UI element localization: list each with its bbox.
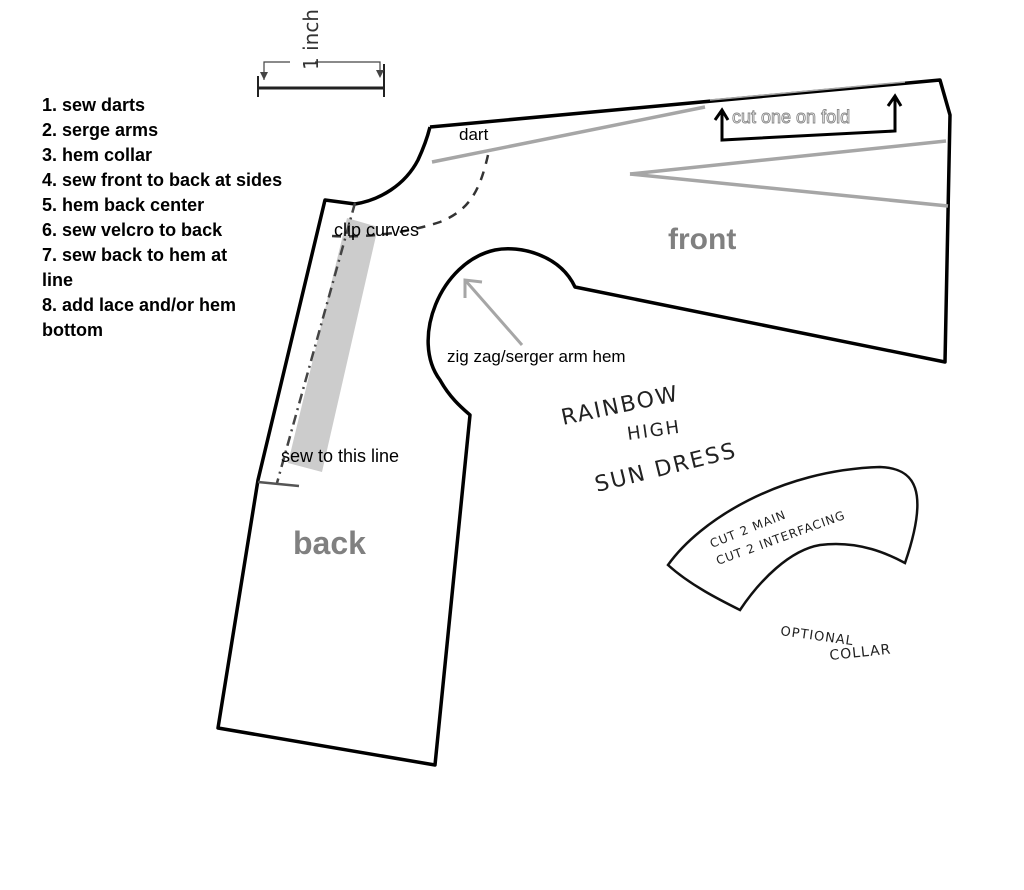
step: 1. sew darts bbox=[42, 95, 146, 115]
collar-caption2: COLLAR bbox=[829, 642, 892, 664]
center-back-line bbox=[275, 202, 357, 484]
pattern-title: RAINBOW HIGH SUN DRESS bbox=[559, 381, 740, 497]
step: 2. serge arms bbox=[42, 120, 159, 140]
cut-on-fold-label: cut one on fold bbox=[732, 107, 850, 127]
step: 7. sew back to hem at line bbox=[42, 245, 228, 290]
instruction-list: 1. sew darts 2. serge arms 3. hem collar… bbox=[42, 93, 342, 343]
title-line: HIGH bbox=[626, 417, 683, 445]
step: 4. sew front to back at sides bbox=[42, 170, 283, 190]
collar-caption1: OPTIONAL bbox=[779, 624, 854, 649]
step: 5. hem back center bbox=[42, 195, 205, 215]
fold-bracket bbox=[713, 93, 903, 142]
step: 3. hem collar bbox=[42, 145, 153, 165]
step: 8. add lace and/or hem bottom bbox=[42, 295, 237, 340]
title-line: SUN DRESS bbox=[592, 438, 739, 497]
scale-bar: 1 inch bbox=[257, 9, 385, 97]
front-piece-outline bbox=[216, 78, 952, 767]
dart-lines bbox=[431, 81, 949, 208]
dart-label: dart bbox=[459, 125, 489, 144]
step: 6. sew velcro to back bbox=[42, 220, 223, 240]
scale-label: 1 inch bbox=[299, 9, 323, 70]
clip-curves-label: clip curves bbox=[334, 220, 419, 240]
sew-line-tick bbox=[257, 480, 300, 488]
arrow-icon bbox=[463, 278, 524, 346]
velcro-area bbox=[288, 218, 378, 472]
back-label: back bbox=[293, 525, 366, 561]
arm-hem-label: zig zag/serger arm hem bbox=[447, 347, 626, 366]
neck-seam-line bbox=[331, 154, 490, 238]
sew-line-label: sew to this line bbox=[281, 446, 399, 466]
front-label: front bbox=[668, 223, 736, 256]
collar-piece-outline bbox=[666, 465, 919, 612]
